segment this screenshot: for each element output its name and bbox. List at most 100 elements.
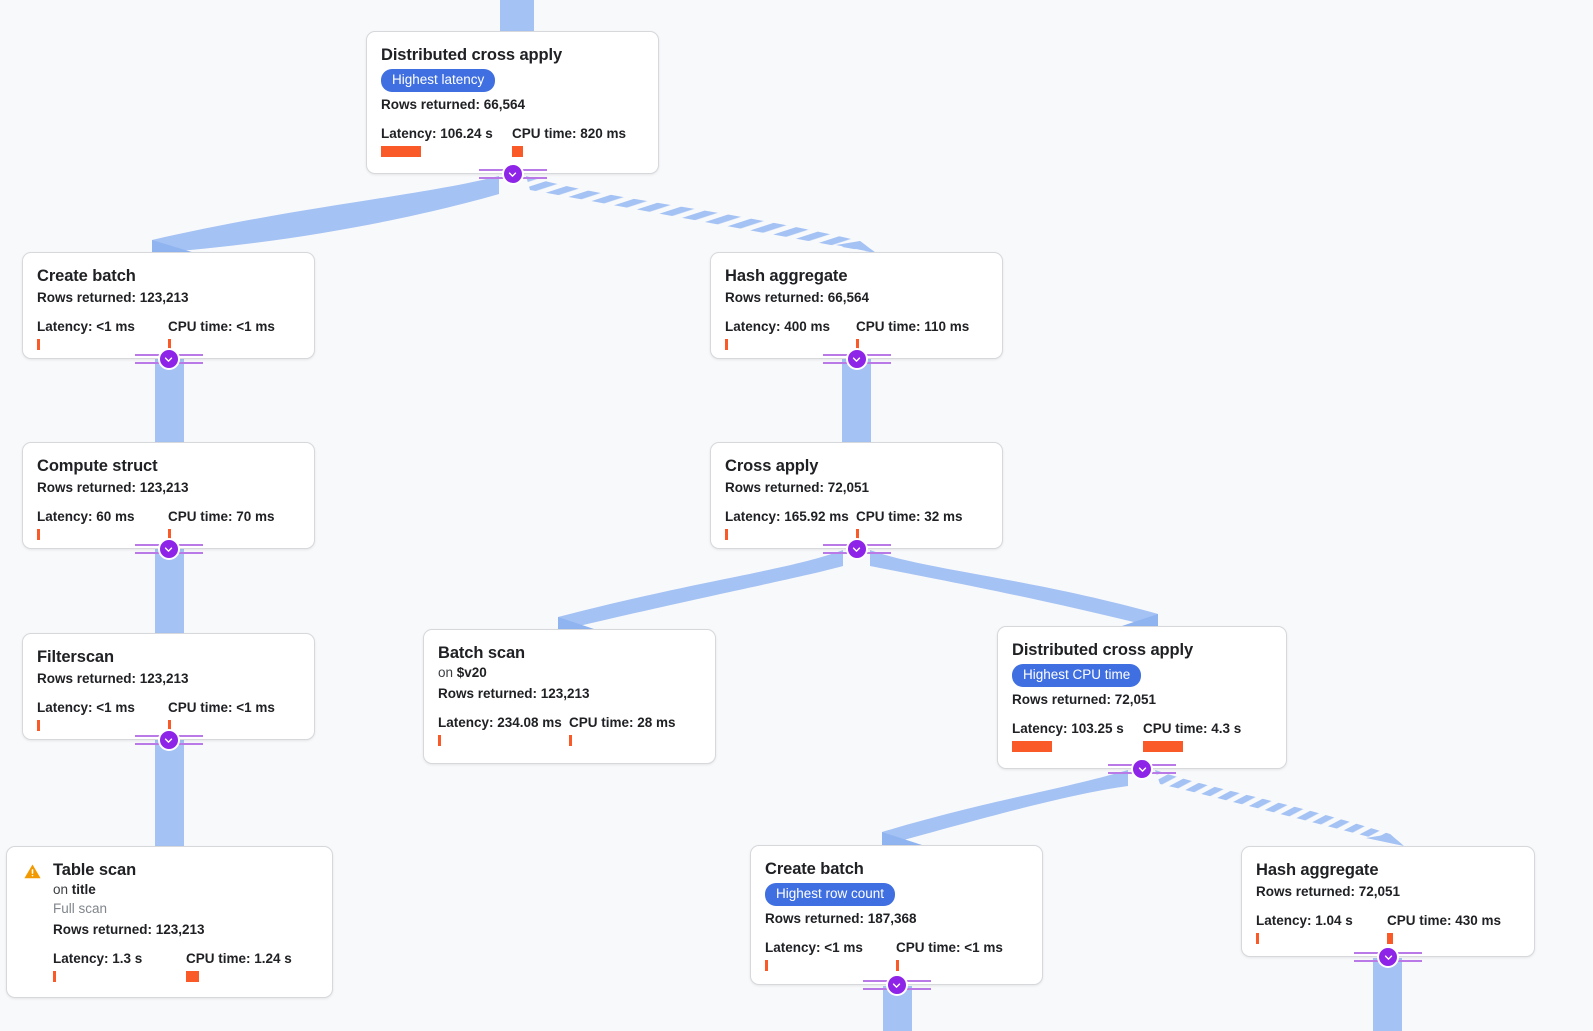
- chevron-down-icon: [850, 353, 863, 366]
- node-title: Hash aggregate: [725, 267, 848, 285]
- chevron-down-icon: [162, 734, 175, 747]
- latency-metric: Latency: <1 ms: [37, 700, 168, 731]
- cpu-bar: [856, 529, 859, 540]
- node-title: Distributed cross apply: [381, 46, 563, 64]
- cpu-label: CPU time: 430 ms: [1387, 913, 1502, 928]
- cpu-bar: [186, 971, 199, 982]
- cpu-label: CPU time: 28 ms: [569, 715, 676, 730]
- latency-label: Latency: 1.3 s: [53, 951, 143, 966]
- on-prefix: on: [53, 882, 72, 897]
- node-title: Batch scan: [438, 644, 526, 662]
- collapse-toggle-hash-aggregate-bottom[interactable]: [1377, 946, 1399, 968]
- on-prefix: on: [438, 665, 457, 680]
- latency-metric: Latency: 1.3 s: [53, 951, 186, 982]
- latency-bar: [438, 735, 441, 746]
- node-metrics: Latency: 165.92 ms CPU time: 32 ms: [725, 509, 988, 540]
- on-target: $v20: [456, 665, 487, 680]
- cpu-bar: [512, 146, 523, 157]
- node-rows-returned: Rows returned: 123,213: [37, 480, 189, 495]
- collapse-toggle-compute-struct[interactable]: [157, 538, 180, 560]
- collapse-toggle-root-distributed-cross-apply[interactable]: [501, 163, 524, 185]
- node-rows-returned: Rows returned: 72,051: [1012, 692, 1157, 707]
- cpu-metric: CPU time: 820 ms: [512, 126, 626, 157]
- latency-bar: [37, 529, 40, 540]
- latency-label: Latency: 1.04 s: [1256, 913, 1353, 928]
- latency-label: Latency: 234.08 ms: [438, 715, 562, 730]
- collapse-toggle-create-batch-bottom[interactable]: [885, 974, 908, 996]
- latency-metric: Latency: 165.92 ms: [725, 509, 856, 540]
- cpu-label: CPU time: 110 ms: [856, 319, 970, 334]
- node-title: Create batch: [37, 267, 136, 285]
- chevron-down-icon: [850, 543, 863, 556]
- latency-bar: [1256, 933, 1259, 944]
- cpu-bar: [896, 960, 899, 971]
- node-rows-returned: Rows returned: 187,368: [765, 911, 917, 926]
- node-metrics: Latency: 1.04 s CPU time: 430 ms: [1256, 913, 1520, 944]
- latency-bar: [37, 720, 40, 731]
- node-title: Cross apply: [725, 457, 819, 475]
- cpu-label: CPU time: 820 ms: [512, 126, 627, 141]
- node-subtitle-on: on title: [53, 881, 318, 899]
- cpu-bar: [1387, 933, 1393, 944]
- latency-label: Latency: 165.92 ms: [725, 509, 849, 524]
- latency-label: Latency: <1 ms: [37, 700, 135, 715]
- cpu-metric: CPU time: <1 ms: [168, 319, 275, 350]
- node-rows-returned: Rows returned: 72,051: [1256, 884, 1401, 899]
- latency-bar: [725, 339, 728, 350]
- node-title: Filterscan: [37, 648, 114, 666]
- cpu-metric: CPU time: 1.24 s: [186, 951, 292, 982]
- latency-metric: Latency: 400 ms: [725, 319, 856, 350]
- latency-bar: [1012, 741, 1052, 752]
- node-metrics: Latency: <1 ms CPU time: <1 ms: [37, 700, 300, 731]
- collapse-toggle-cross-apply[interactable]: [845, 538, 868, 560]
- node-title: Distributed cross apply: [1012, 641, 1194, 659]
- chevron-down-icon: [162, 353, 175, 366]
- cpu-bar: [569, 735, 572, 746]
- node-badge: Highest row count: [765, 883, 896, 906]
- cpu-metric: CPU time: 32 ms: [856, 509, 963, 540]
- chevron-down-icon: [890, 979, 903, 992]
- node-subtitle-note: Full scan: [53, 901, 108, 916]
- latency-metric: Latency: 106.24 s: [381, 126, 512, 157]
- cpu-label: CPU time: <1 ms: [168, 319, 275, 334]
- chevron-down-icon: [162, 543, 175, 556]
- latency-metric: Latency: 60 ms: [37, 509, 168, 540]
- node-metrics: Latency: 1.3 s CPU time: 1.24 s: [53, 951, 318, 982]
- node-metrics: Latency: 234.08 ms CPU time: 28 ms: [438, 715, 701, 746]
- latency-metric: Latency: 103.25 s: [1012, 721, 1143, 752]
- cpu-metric: CPU time: <1 ms: [896, 940, 1003, 971]
- cpu-bar: [856, 339, 859, 350]
- cpu-label: CPU time: <1 ms: [168, 700, 275, 715]
- collapse-toggle-create-batch-left[interactable]: [157, 348, 180, 370]
- collapse-toggle-filterscan[interactable]: [157, 729, 180, 751]
- collapse-toggle-distributed-cross-apply-2[interactable]: [1131, 758, 1153, 780]
- cpu-metric: CPU time: 110 ms: [856, 319, 969, 350]
- collapse-toggle-hash-aggregate-mid[interactable]: [845, 348, 868, 370]
- cpu-label: CPU time: 32 ms: [856, 509, 963, 524]
- node-rows-returned: Rows returned: 123,213: [37, 290, 189, 305]
- cpu-metric: CPU time: 430 ms: [1387, 913, 1501, 944]
- on-target: title: [71, 882, 96, 897]
- node-subtitle-on: on $v20: [438, 664, 701, 682]
- node-rows-returned: Rows returned: 66,564: [381, 97, 526, 112]
- node-badge: Highest CPU time: [1012, 664, 1142, 687]
- latency-metric: Latency: 1.04 s: [1256, 913, 1387, 944]
- latency-bar: [53, 971, 56, 982]
- node-rows-returned: Rows returned: 123,213: [438, 686, 590, 701]
- cpu-label: CPU time: 4.3 s: [1143, 721, 1242, 736]
